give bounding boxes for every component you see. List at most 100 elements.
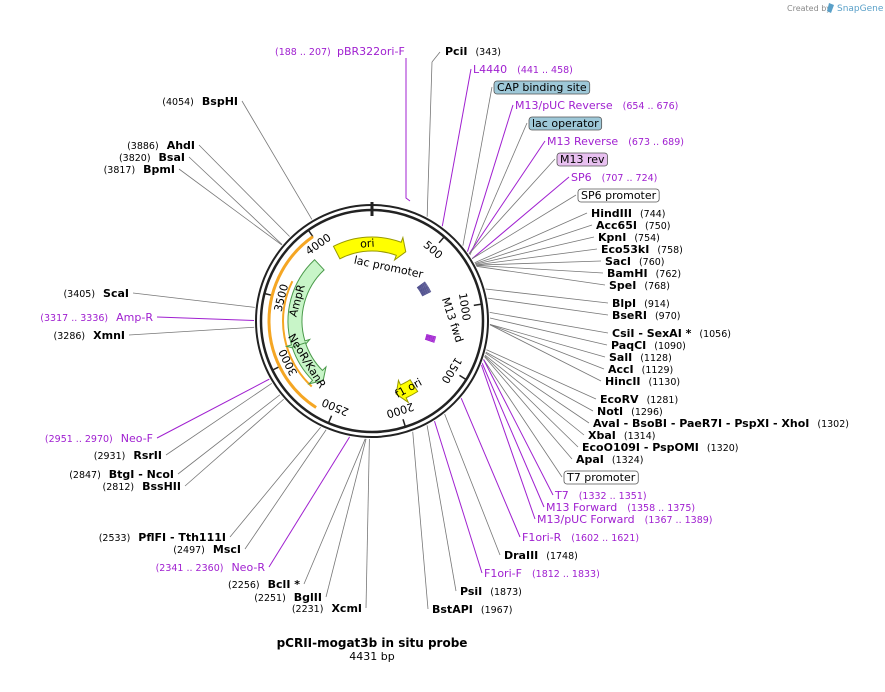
feature-m13-forward[interactable]: M13 Forward(1358 .. 1375) [546, 501, 695, 514]
mcs-tick [418, 284, 428, 291]
feature-t7[interactable]: T7(1332 .. 1351) [554, 489, 647, 502]
enzyme-site-acc65i[interactable]: Acc65I(750) [596, 219, 671, 232]
boxed-feature-lac-operator[interactable]: lac operator [528, 116, 603, 131]
enzyme-name: AccI [608, 363, 634, 376]
feature-name: L4440 [473, 63, 507, 76]
enzyme-name: PciI [445, 45, 467, 58]
enzyme-site-bstapi[interactable]: BstAPI(1967) [432, 603, 512, 616]
leader-line [132, 292, 255, 308]
boxed-feature-t7-promoter[interactable]: T7 promoter [563, 470, 639, 485]
enzyme-position: (1128) [640, 353, 672, 364]
box-background [577, 188, 660, 203]
enzyme-site-sali[interactable]: SalI(1128) [609, 351, 672, 364]
ori-arrow [332, 235, 407, 262]
leader-line [434, 420, 483, 574]
enzyme-name: AhdI [167, 139, 195, 152]
enzyme-name: MscI [213, 543, 241, 556]
enzyme-name: PaqCI [611, 339, 646, 352]
mcs-tick [426, 334, 437, 338]
tick-label: 1000 [456, 292, 473, 322]
enzyme-name: AvaI - BsoBI - PaeR7I - PspXI - XhoI [593, 417, 809, 430]
enzyme-site-spei[interactable]: SpeI(768) [609, 279, 670, 292]
enzyme-site-eco53ki[interactable]: Eco53kI(758) [601, 243, 683, 256]
feature-l4440[interactable]: L4440(441 .. 458) [473, 63, 573, 76]
enzyme-site-xmni[interactable]: XmnI(3286) [54, 329, 125, 342]
mcs-tick [425, 336, 436, 341]
enzyme-site-rsrii[interactable]: RsrII(2931) [94, 449, 162, 462]
feature-f1ori-r[interactable]: F1ori-R(1602 .. 1621) [522, 531, 639, 544]
leader-line [165, 382, 273, 456]
feature-pbr322ori-f[interactable]: (188 .. 207)pBR322ori-F [275, 45, 405, 58]
enzyme-position: (914) [644, 299, 670, 310]
enzyme-site-blpi[interactable]: BlpI(914) [612, 297, 670, 310]
tick-label: 1500 [438, 355, 464, 386]
feature-sp6[interactable]: SP6(707 .. 724) [571, 171, 657, 184]
box-background [563, 470, 639, 485]
enzyme-site-hincii[interactable]: HincII(1130) [605, 375, 680, 388]
enzyme-site-kpni[interactable]: KpnI(754) [598, 231, 660, 244]
enzyme-site-bsphi[interactable]: BspHI(4054) [162, 95, 238, 108]
enzyme-site-xcmi[interactable]: XcmI(2231) [292, 602, 362, 615]
enzyme-site-apai[interactable]: ApaI(1324) [576, 453, 644, 466]
feature-m13-puc-reverse[interactable]: M13/pUC Reverse(654 .. 676) [515, 99, 678, 112]
leader-line [244, 429, 327, 550]
leader-line [475, 260, 602, 266]
enzyme-site-psii[interactable]: PsiI(1873) [460, 585, 522, 598]
leader-line [268, 436, 351, 568]
enzyme-site-pcii[interactable]: PciI(343) [445, 45, 501, 58]
enzyme-name: BtgI - NcoI [109, 468, 174, 481]
enzyme-site-ahdi[interactable]: AhdI(3886) [127, 139, 195, 152]
enzyme-site-ecoo109i-pspomi[interactable]: EcoO109I - PspOMI(1320) [582, 441, 739, 454]
feature-f1ori-f[interactable]: F1ori-F(1812 .. 1833) [484, 567, 600, 580]
leader-line [156, 378, 270, 439]
leader-line [476, 265, 604, 274]
enzyme-site-bpmi[interactable]: BpmI(3817) [104, 163, 175, 176]
enzyme-site-draiii[interactable]: DraIII(1748) [504, 549, 578, 562]
enzyme-name: PflFI - Tth111I [138, 531, 226, 544]
enzyme-site-bamhi[interactable]: BamHI(762) [607, 267, 681, 280]
feature-neo-r[interactable]: Neo-R(2341 .. 2360) [156, 561, 266, 574]
boxed-feature-m13-rev[interactable]: M13 rev [556, 152, 608, 167]
enzyme-site-bseri[interactable]: BseRI(970) [612, 309, 681, 322]
enzyme-site-csii-sexai[interactable]: CsiI - SexAI *(1056) [612, 327, 731, 340]
leader-line [444, 413, 501, 556]
enzyme-site-bglii[interactable]: BglII(2251) [254, 591, 322, 604]
feature-amp-r[interactable]: Amp-R(3317 .. 3336) [40, 311, 153, 324]
enzyme-site-bsshii[interactable]: BssHII(2812) [103, 480, 181, 493]
enzyme-site-noti[interactable]: NotI(1296) [597, 405, 663, 418]
enzyme-position: (2812) [103, 482, 135, 493]
feature-name: M13 Forward [546, 501, 617, 514]
enzyme-site-msci[interactable]: MscI(2497) [173, 543, 241, 556]
feature-neo-f[interactable]: Neo-F(2951 .. 2970) [45, 432, 153, 445]
enzyme-site-avai-bsobi-paer7i-pspxi-xhoi[interactable]: AvaI - BsoBI - PaeR7I - PspXI - XhoI(130… [593, 417, 849, 430]
snapgene-logo-icon [827, 3, 834, 13]
enzyme-name: BamHI [607, 267, 648, 280]
leader-line [485, 351, 594, 412]
enzyme-site-btgi-ncoi[interactable]: BtgI - NcoI(2847) [69, 468, 174, 481]
enzyme-position: (2251) [254, 593, 286, 604]
box-label: CAP binding site [497, 81, 587, 94]
enzyme-site-ecorv[interactable]: EcoRV(1281) [600, 393, 678, 406]
leader-line [431, 51, 441, 63]
enzyme-site-acci[interactable]: AccI(1129) [608, 363, 673, 376]
boxed-feature-cap-binding-site[interactable]: CAP binding site [493, 80, 591, 95]
enzyme-site-scai[interactable]: ScaI(3405) [63, 287, 129, 300]
tick-mark [459, 374, 467, 381]
mcs-tick [421, 289, 431, 296]
boxed-feature-sp6-promoter[interactable]: SP6 promoter [577, 188, 660, 203]
enzyme-site-bcli[interactable]: BclI *(2256) [228, 578, 300, 591]
enzyme-site-pflfi-tth111i[interactable]: PflFI - Tth111I(2533) [99, 531, 226, 544]
mcs-tick [416, 281, 426, 289]
feature-m13-puc-forward[interactable]: M13/pUC Forward(1367 .. 1389) [537, 513, 713, 526]
enzyme-site-saci[interactable]: SacI(760) [605, 255, 665, 268]
enzyme-site-hindiii[interactable]: HindIII(744) [591, 207, 666, 220]
enzyme-site-xbai[interactable]: XbaI(1314) [588, 429, 655, 442]
enzyme-position: (2931) [94, 451, 126, 462]
leader-line [489, 324, 606, 358]
enzyme-site-paqci[interactable]: PaqCI(1090) [611, 339, 686, 352]
orange-arc-inner [282, 280, 313, 388]
feature-position: (3317 .. 3336) [40, 313, 108, 324]
leader-line [484, 356, 573, 460]
feature-m13-reverse[interactable]: M13 Reverse(673 .. 689) [547, 135, 684, 148]
enzyme-site-bsai[interactable]: BsaI(3820) [119, 151, 185, 164]
